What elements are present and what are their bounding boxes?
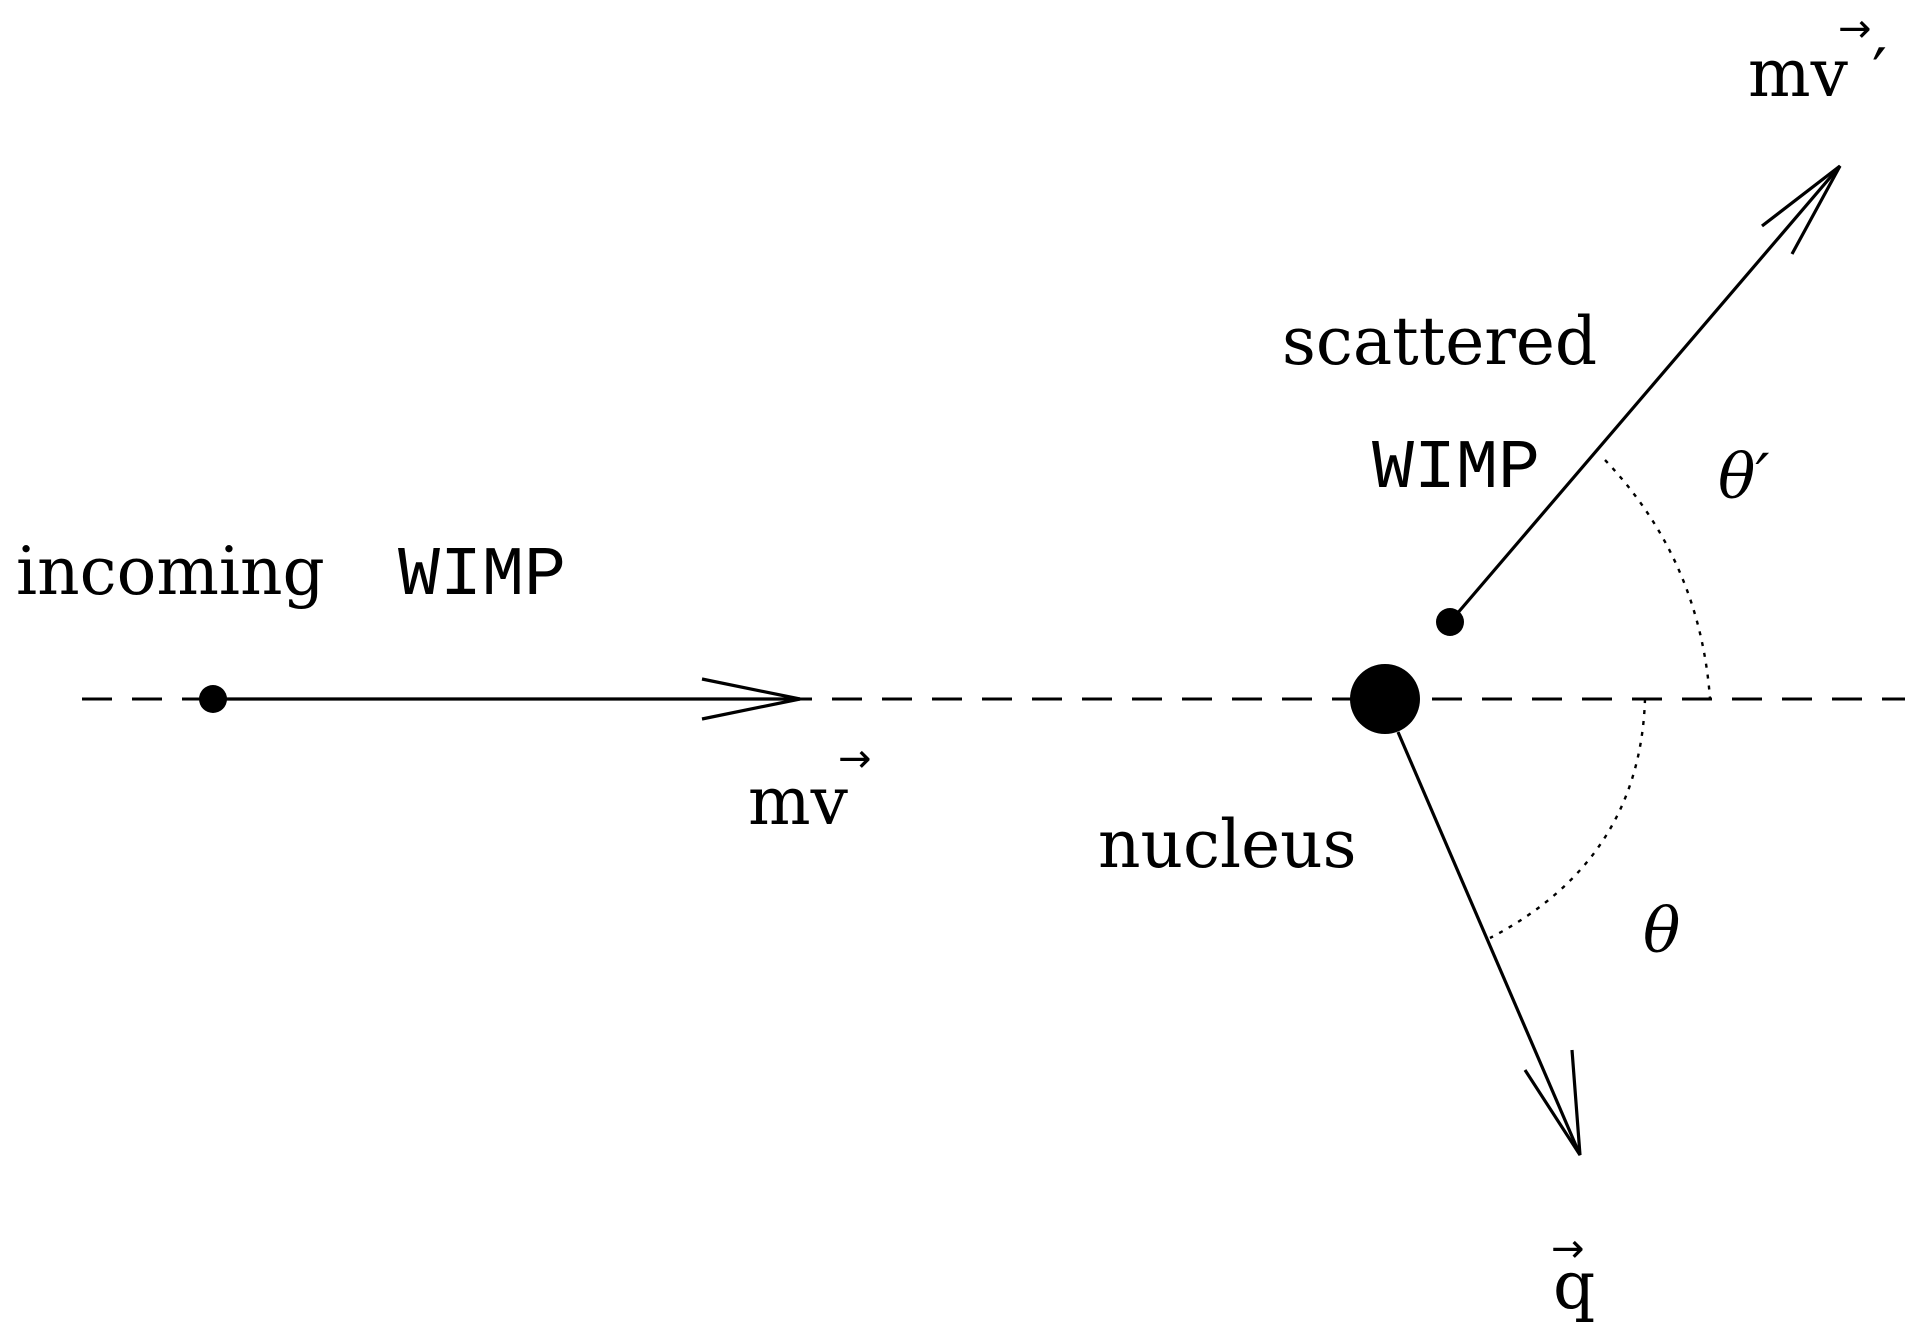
recoil-momentum-text: q bbox=[1553, 1247, 1595, 1324]
scattered-trajectory-line bbox=[1448, 164, 1842, 624]
recoil-momentum-label: q → bbox=[1551, 1226, 1595, 1324]
nucleus-particle bbox=[1350, 664, 1420, 734]
scattered-arrowhead bbox=[1761, 164, 1842, 255]
scattered-wimp-particle bbox=[1436, 608, 1464, 636]
incoming-wimp-particle bbox=[199, 685, 227, 713]
recoil-trajectory-line bbox=[1396, 731, 1582, 1156]
theta-prime-label: θ′ bbox=[1718, 440, 1769, 513]
scattered-label: scattered bbox=[1282, 303, 1597, 380]
incoming-arrowhead bbox=[701, 677, 801, 721]
incoming-momentum-text: mv bbox=[748, 763, 849, 840]
recoil-vector-arrow: → bbox=[1551, 1226, 1585, 1272]
theta-angle-arc bbox=[1489, 698, 1647, 940]
incoming-wimp-label: WIMP bbox=[398, 537, 566, 616]
scattered-momentum-label: mv → ′ bbox=[1748, 6, 1887, 112]
nucleus-label: nucleus bbox=[1098, 806, 1357, 883]
incoming-momentum-label: mv → bbox=[748, 736, 872, 840]
scattered-vector-arrow: → bbox=[1838, 6, 1872, 52]
scattered-momentum-text: mv bbox=[1748, 35, 1849, 112]
scattered-wimp-label: WIMP bbox=[1372, 430, 1540, 509]
theta-prime-angle-arc bbox=[1604, 459, 1712, 700]
incoming-vector-arrow: → bbox=[838, 736, 872, 782]
scattered-prime-mark: ′ bbox=[1872, 35, 1887, 112]
incoming-label: incoming bbox=[16, 533, 325, 610]
theta-label: θ bbox=[1643, 894, 1680, 967]
recoil-arrowhead bbox=[1523, 1049, 1582, 1156]
